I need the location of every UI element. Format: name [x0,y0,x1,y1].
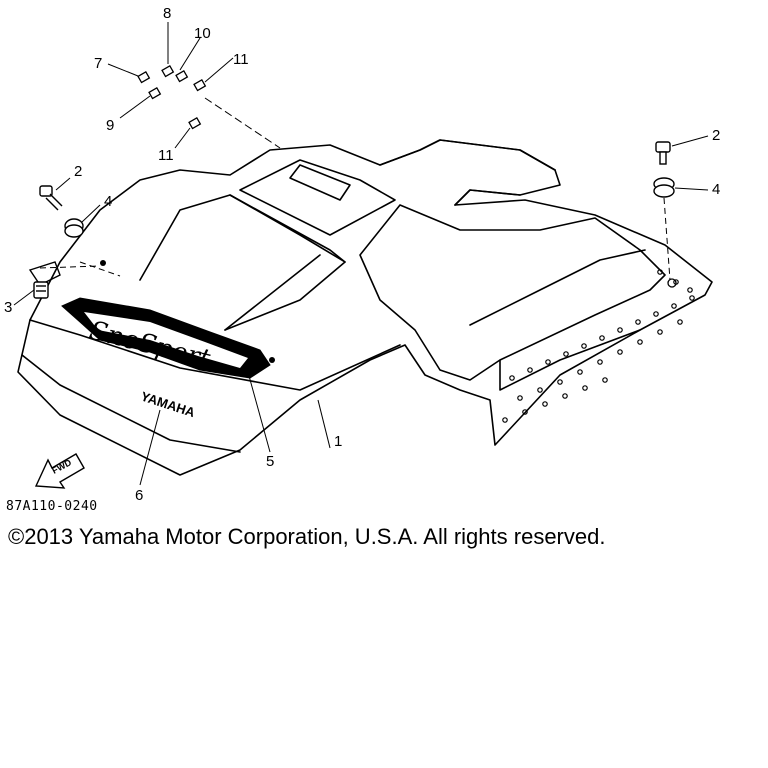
callout-11-top: 11 [233,51,249,68]
rear-tunnel [379,139,556,171]
hood-center-hump [139,194,346,331]
grommet-part-4-right [653,177,675,198]
callout-4-left: 4 [104,193,112,210]
diagram-reference-code: 87A110-0240 [6,499,98,514]
callout-3: 3 [4,299,12,316]
side-panel [359,204,666,381]
callout-1: 1 [334,433,342,450]
small-decals [137,65,207,130]
parts-diagram: SnoSport YAMAHA [4,5,720,504]
callout-7: 7 [94,55,102,72]
callout-4-right: 4 [712,181,720,198]
callout-8: 8 [163,5,171,22]
hole-right [667,278,677,288]
callout-2-right: 2 [712,127,720,144]
yamaha-emblem: YAMAHA [139,389,197,421]
clip-part-3 [28,261,61,299]
snosport-decal: SnoSport [61,297,275,379]
callout-6: 6 [135,487,143,504]
callout-9: 9 [106,117,114,134]
callout-10: 10 [194,25,211,42]
hood-front-lip [21,354,241,453]
hole-left [100,260,106,266]
grommet-part-4-left [64,218,84,238]
rivet-holes [502,269,695,423]
callout-2-left: 2 [74,163,82,180]
hood-outline [17,139,713,476]
leader-lines [13,22,709,486]
copyright-notice: ©2013 Yamaha Motor Corporation, U.S.A. A… [8,524,606,549]
bolt-part-2-right [655,141,671,165]
bolt-part-2-left [39,185,63,211]
fwd-arrow-icon: FWD [34,453,85,489]
callout-11-lower: 11 [158,147,174,164]
callout-5: 5 [266,453,274,470]
console-opening [239,159,396,236]
